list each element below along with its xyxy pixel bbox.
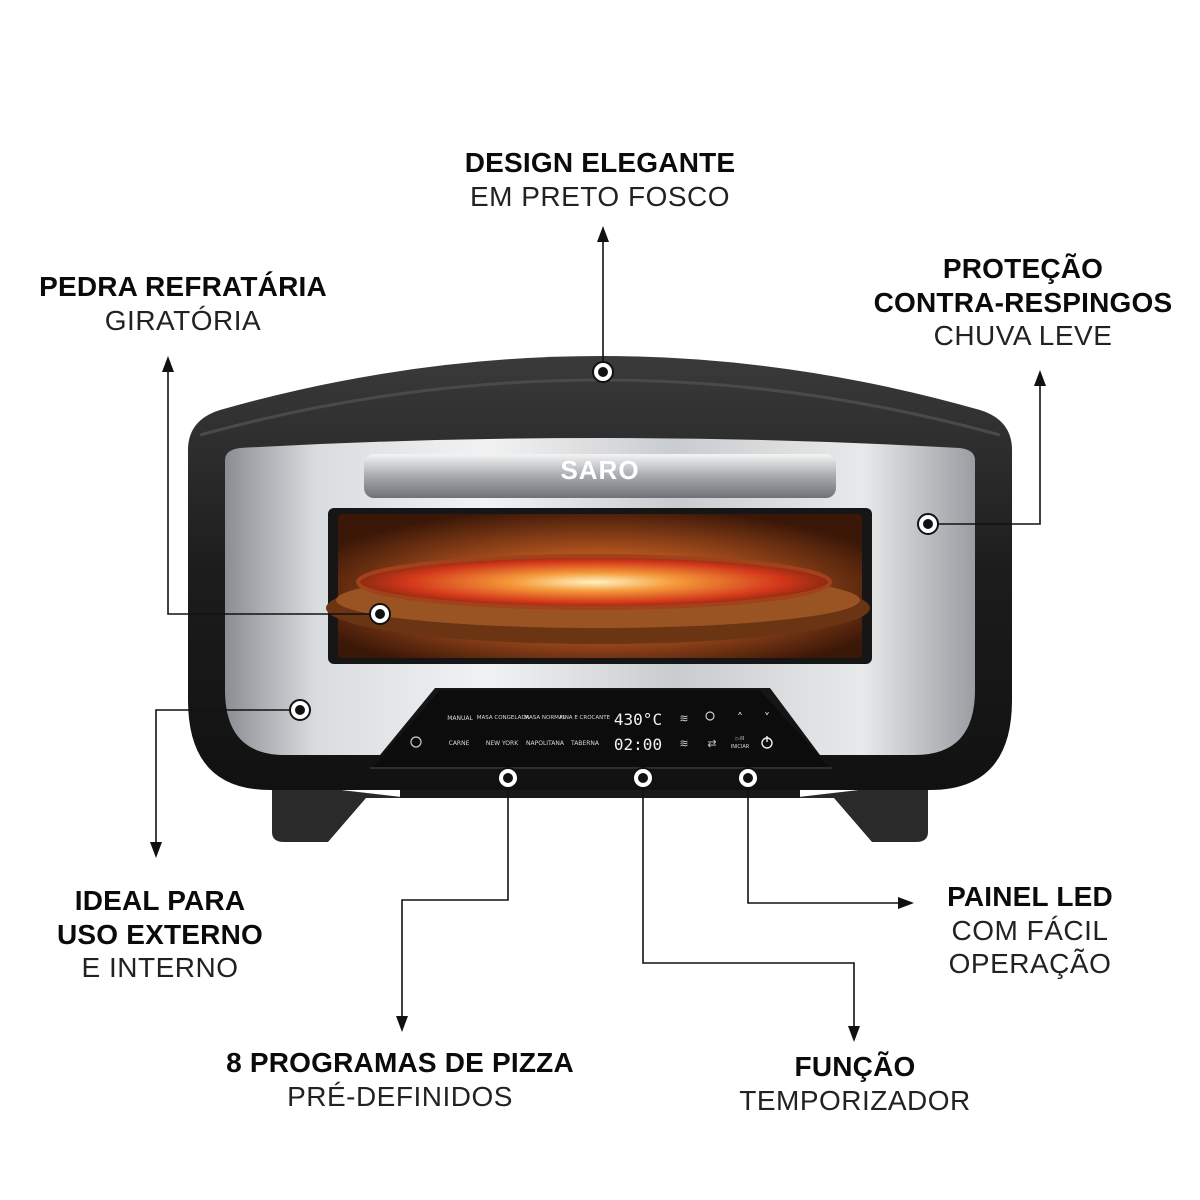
heat-bottom-icon: ≋ xyxy=(679,737,688,750)
connector-lines xyxy=(155,240,1041,1030)
preset-label: NAPOLITANA xyxy=(526,740,565,747)
callout-painel-title: PAINEL LED xyxy=(947,881,1113,912)
callout-programas-title: 8 PROGRAMAS DE PIZZA xyxy=(226,1047,574,1078)
callout-pedra: PEDRA REFRATÁRIA GIRATÓRIA xyxy=(20,270,346,337)
light-icon xyxy=(705,711,715,721)
callout-painel-subtitle-2: OPERAÇÃO xyxy=(948,948,1112,980)
door-handle xyxy=(364,454,836,498)
preset-label: MASA CONGELADA xyxy=(477,715,530,721)
callout-ideal-title-2: USO EXTERNO xyxy=(56,918,263,950)
preset-label: MANUAL xyxy=(447,715,473,722)
callout-design-title: DESIGN ELEGANTE xyxy=(464,147,736,178)
callout-design-subtitle: EM PRETO FOSCO xyxy=(469,180,731,212)
chevron-down-icon: ˅ xyxy=(764,711,770,725)
callout-funcao: FUNÇÃO TEMPORIZADOR xyxy=(700,1050,1010,1117)
preset-label: CARNE xyxy=(449,740,470,747)
temperature-display: 430°C xyxy=(614,710,662,729)
brand-logo: SARO xyxy=(560,455,639,485)
preset-label: MASA NORMAL xyxy=(524,715,566,721)
arrowheads xyxy=(150,226,1046,1042)
callout-design: DESIGN ELEGANTE EM PRETO FOSCO xyxy=(400,146,800,213)
callout-programas: 8 PROGRAMAS DE PIZZA PRÉ-DEFINIDOS xyxy=(190,1046,610,1113)
oven-leg-left xyxy=(272,782,410,842)
timer-display: 02:00 xyxy=(614,735,662,754)
start-label: INICIAR xyxy=(731,744,750,750)
callout-funcao-subtitle: TEMPORIZADOR xyxy=(739,1084,971,1116)
svg-text:▷/II: ▷/II xyxy=(736,736,744,742)
preset-label: TABERNA xyxy=(570,740,600,747)
callout-painel-subtitle-1: COM FÁCIL xyxy=(951,914,1109,946)
callout-ideal-title-1: IDEAL PARA xyxy=(74,885,246,916)
callout-painel: PAINEL LED COM FÁCIL OPERAÇÃO xyxy=(920,880,1140,981)
rotate-icon xyxy=(410,736,422,748)
preset-label: NEW YORK xyxy=(486,740,519,747)
pizza xyxy=(358,556,830,608)
callout-funcao-title: FUNÇÃO xyxy=(794,1051,916,1082)
preset-label: FINA E CROCANTE xyxy=(560,715,611,721)
callout-protecao-title-2: CONTRA-RESPINGOS xyxy=(873,286,1173,318)
callout-ideal-subtitle: E INTERNO xyxy=(81,952,239,984)
heat-top-icon: ≋ xyxy=(679,712,688,725)
callout-ideal: IDEAL PARA USO EXTERNO E INTERNO xyxy=(40,884,280,985)
callout-protecao-subtitle: CHUVA LEVE xyxy=(933,320,1113,352)
target-markers xyxy=(289,361,939,789)
chevron-up-icon: ˄ xyxy=(737,711,743,725)
control-panel xyxy=(372,690,830,768)
callout-pedra-subtitle: GIRATÓRIA xyxy=(104,304,262,336)
callout-protecao: PROTEÇÃO CONTRA-RESPINGOS CHUVA LEVE xyxy=(860,252,1186,353)
rotation-icon: ⇄ xyxy=(707,737,716,750)
callout-protecao-title-1: PROTEÇÃO xyxy=(942,253,1104,284)
oven-leg-right xyxy=(790,782,928,842)
callout-programas-subtitle: PRÉ-DEFINIDOS xyxy=(287,1080,513,1112)
callout-pedra-title: PEDRA REFRATÁRIA xyxy=(39,271,327,302)
